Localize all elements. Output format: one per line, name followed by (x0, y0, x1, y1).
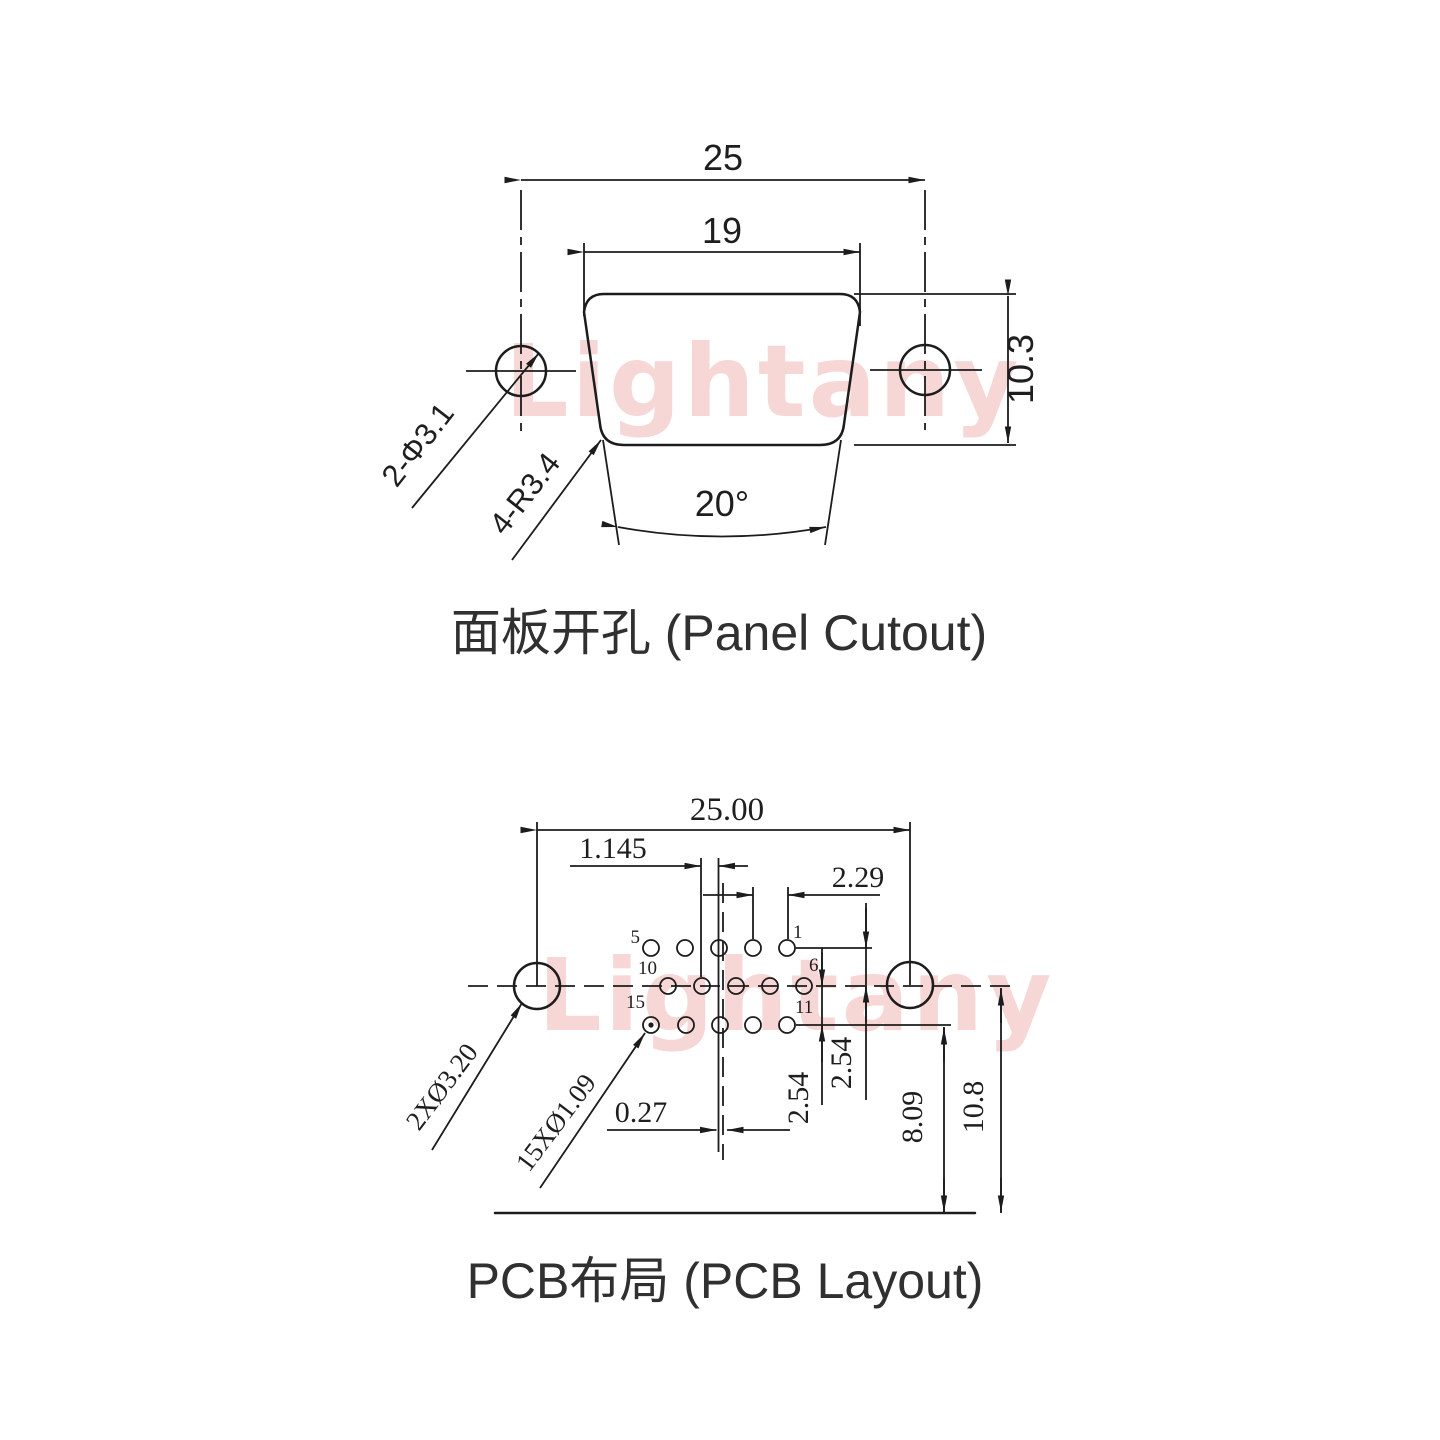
pin-hole-12 (744, 1016, 762, 1034)
panel-angle-line-left (602, 439, 620, 546)
pin-hole-13 (711, 1016, 729, 1034)
pcb-dim809-text: 8.09 (896, 1091, 929, 1144)
pcb-dim254b-text: 2.54 (825, 1037, 858, 1090)
panel-angle-text: 20° (695, 483, 749, 524)
pin-hole-4 (676, 939, 694, 957)
pin-hole-15 (642, 1016, 660, 1034)
panel-trapezoid (582, 292, 862, 447)
pin-hole-3 (710, 939, 728, 957)
panel-dim103-text: 10.3 (1000, 334, 1041, 404)
pin-hole-6 (795, 977, 813, 995)
panel-radius-label: 4-R3.4 (482, 446, 567, 541)
panel-holes-leader (411, 352, 540, 509)
pin-hole-10 (659, 977, 677, 995)
pcb-mount-leader (431, 1002, 523, 1151)
watermark-bottom: Lightany (538, 937, 1054, 1054)
panel-radius-leader (511, 439, 602, 561)
pcb-mount-hole-right (885, 960, 935, 1010)
panel-dim19-text: 19 (702, 210, 742, 251)
pin-hole-14 (677, 1016, 695, 1034)
pcb-pins-label: 15XØ1.09 (510, 1068, 602, 1176)
pin-label-11: 11 (795, 997, 813, 1018)
pcb-dim027-text: 0.27 (615, 1096, 668, 1129)
pcb-mount-hole-left (512, 961, 562, 1011)
pin-label-10: 10 (638, 958, 657, 979)
pin-hole-7 (761, 977, 779, 995)
pcb-dim108-text: 10.8 (957, 1081, 990, 1134)
panel-holes-label: 2-Φ3.1 (375, 396, 461, 493)
pcb-dim1145-text: 1.145 (579, 832, 647, 865)
pin-hole-2 (744, 939, 762, 957)
pin-hole-1 (778, 939, 796, 957)
pcb-layout-title: PCB布局 (PCB Layout) (467, 1253, 984, 1309)
panel-dim25-text: 25 (703, 137, 743, 178)
panel-angle-arc (601, 520, 827, 538)
pcb-pins-leader (539, 1032, 646, 1189)
pcb-dim229-text: 2.29 (832, 861, 885, 894)
pin-hole-5 (642, 939, 660, 957)
pin-hole-11 (778, 1016, 796, 1034)
panel-angle-line-right (824, 439, 842, 546)
pin-hole-8 (727, 977, 745, 995)
pin-label-6: 6 (809, 955, 819, 976)
pcb-dim2500-text: 25.00 (690, 792, 764, 828)
pin-label-15: 15 (626, 992, 645, 1013)
pin-label-5: 5 (631, 927, 641, 948)
pin-hole-9 (693, 977, 711, 995)
pcb-dim254a-text: 2.54 (782, 1072, 815, 1125)
pin-label-1: 1 (793, 922, 803, 943)
pcb-layout-drawing: 25.00 1.145 2.29 (400, 792, 1010, 1309)
pin-hole-15-dot (648, 1022, 654, 1028)
panel-cutout-title: 面板开孔 (Panel Cutout) (451, 605, 987, 661)
watermark-top: Lightany (505, 323, 1021, 440)
